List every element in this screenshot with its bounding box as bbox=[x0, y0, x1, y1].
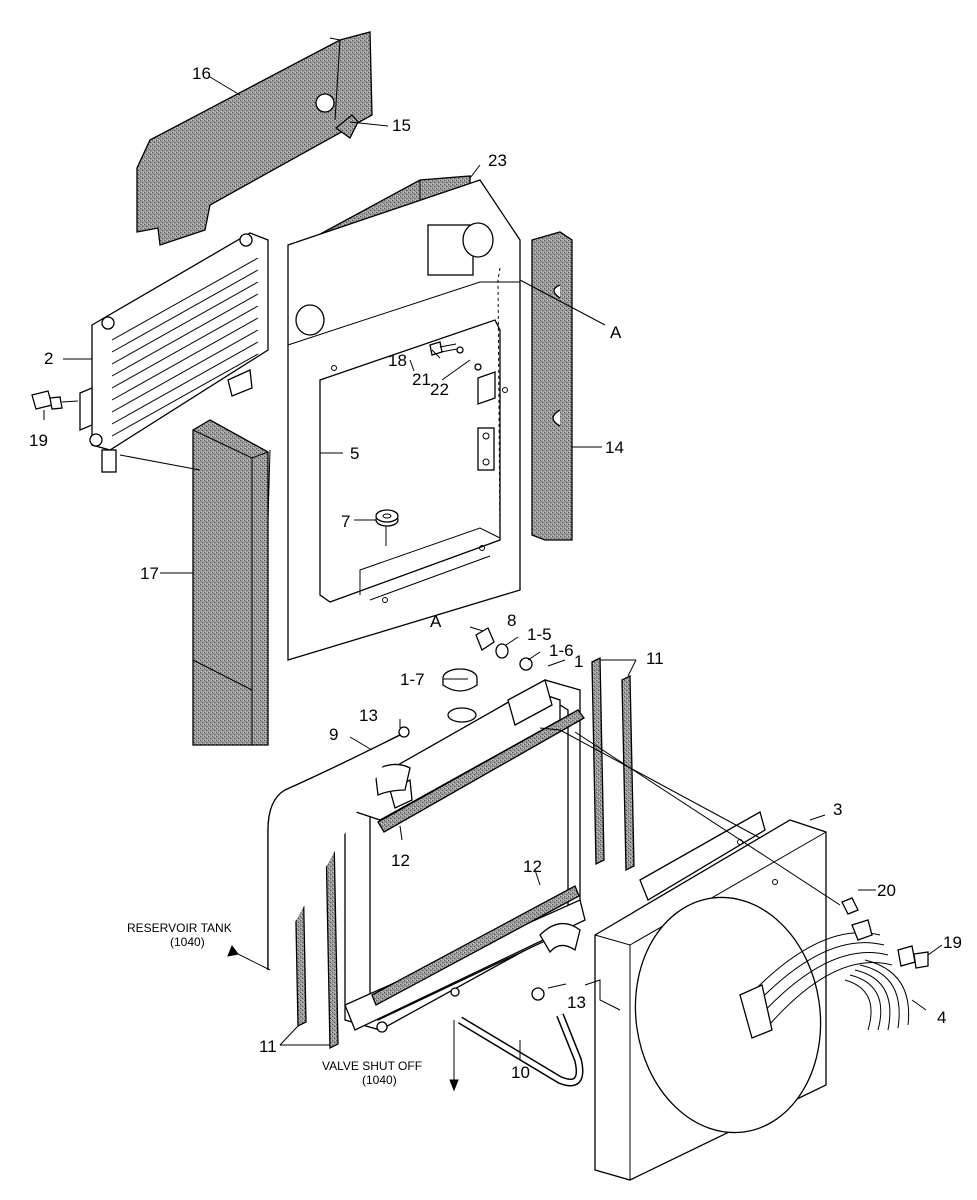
label-a-top: A bbox=[610, 323, 622, 342]
label-21: 21 bbox=[412, 370, 431, 389]
label-20: 20 bbox=[877, 881, 896, 900]
label-8: 8 bbox=[507, 611, 516, 630]
clamp-13-top bbox=[398, 726, 410, 738]
direction-arrows bbox=[227, 944, 459, 1092]
foam-block-14 bbox=[531, 231, 573, 541]
grommet-7 bbox=[375, 509, 399, 527]
label-5: 5 bbox=[350, 444, 359, 463]
label-13-bottom: 13 bbox=[567, 993, 586, 1012]
leader-lines bbox=[43, 76, 943, 1060]
foam-seal-16 bbox=[136, 31, 373, 246]
label-19-right: 19 bbox=[943, 933, 962, 952]
oil-cooler-2 bbox=[79, 232, 269, 473]
hose-fittings-8 bbox=[475, 627, 533, 671]
strip-11-right-b bbox=[621, 674, 635, 872]
bolt-18 bbox=[429, 341, 482, 371]
label-22: 22 bbox=[430, 380, 449, 399]
label-17: 17 bbox=[140, 564, 159, 583]
bolt-19-left bbox=[31, 390, 79, 410]
label-12-bottom: 12 bbox=[523, 857, 542, 876]
radiator-shroud-5 bbox=[287, 179, 521, 661]
strip-11-right-a bbox=[591, 656, 605, 866]
label-15: 15 bbox=[392, 116, 411, 135]
radiator-1 bbox=[344, 679, 586, 1033]
label-7: 7 bbox=[341, 512, 350, 531]
wedge-15 bbox=[334, 114, 359, 139]
bolt-19-right bbox=[897, 945, 929, 969]
note-valve-shut-off-ref: (1040) bbox=[362, 1073, 397, 1087]
label-11-bottom: 11 bbox=[259, 1037, 277, 1056]
fan-guard-4 bbox=[739, 919, 910, 1039]
strip-12-bottom bbox=[371, 885, 580, 1006]
label-11-top: 11 bbox=[646, 649, 664, 668]
label-23: 23 bbox=[488, 151, 507, 170]
label-1: 1 bbox=[574, 652, 583, 671]
label-a-lower: A bbox=[430, 612, 442, 631]
note-valve-shut-off: VALVE SHUT OFF bbox=[322, 1059, 422, 1073]
label-4: 4 bbox=[937, 1008, 946, 1027]
radiator-cap-1-7 bbox=[442, 668, 478, 692]
note-reservoir-tank: RESERVOIR TANK bbox=[127, 921, 232, 935]
clamp-13-bottom bbox=[531, 987, 545, 1001]
label-1-5: 1-5 bbox=[527, 625, 552, 644]
label-1-7: 1-7 bbox=[400, 670, 425, 689]
strip-12-top bbox=[377, 709, 585, 833]
label-1-6: 1-6 bbox=[549, 641, 574, 660]
label-12-top: 12 bbox=[391, 851, 410, 870]
label-14: 14 bbox=[605, 438, 624, 457]
label-19-left: 19 bbox=[29, 431, 48, 450]
foam-block-17 bbox=[192, 419, 269, 746]
label-9: 9 bbox=[329, 725, 338, 744]
label-16: 16 bbox=[192, 64, 211, 83]
fan-shroud-3 bbox=[584, 811, 827, 1181]
label-10: 10 bbox=[511, 1063, 530, 1082]
label-3: 3 bbox=[833, 800, 842, 819]
label-13-top: 13 bbox=[359, 706, 378, 725]
label-18: 18 bbox=[388, 351, 407, 370]
note-reservoir-tank-ref: (1040) bbox=[170, 935, 205, 949]
label-2: 2 bbox=[44, 349, 53, 368]
strip-11-left-b bbox=[325, 834, 339, 1050]
bolt-20 bbox=[841, 897, 859, 915]
ref-dashed-line bbox=[497, 267, 501, 541]
